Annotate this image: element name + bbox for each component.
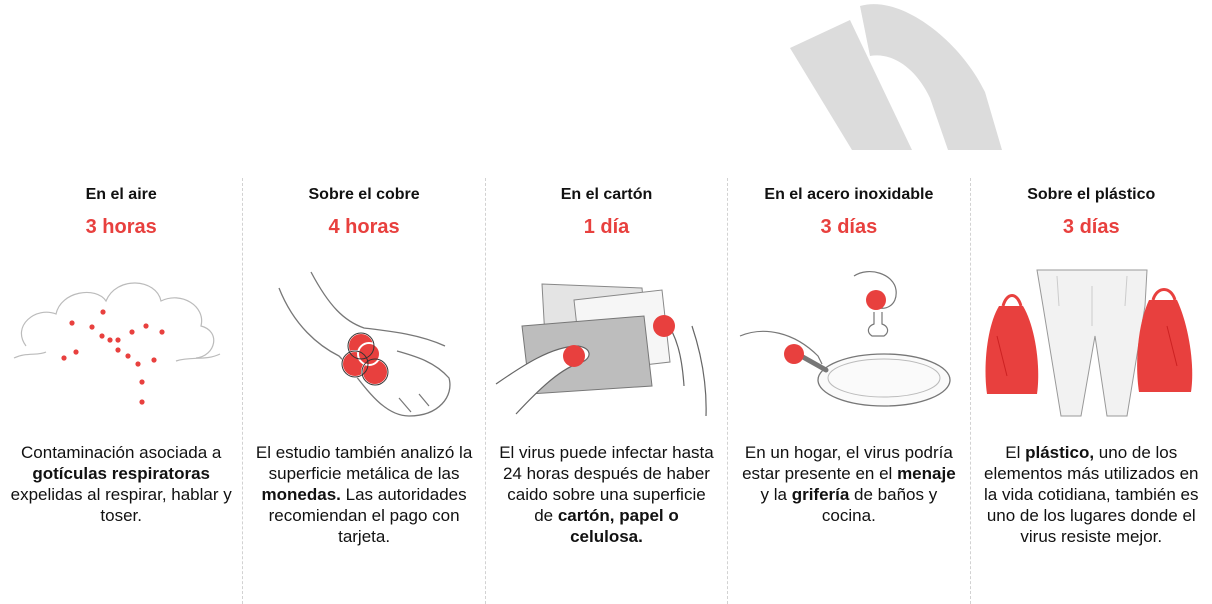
hands-cardboard-icon — [495, 283, 707, 417]
panels-row: En el aire 3 horas Contaminación asociad… — [0, 178, 1212, 604]
panel-copper: Sobre el cobre 4 horas El estudio tambié… — [242, 178, 484, 604]
watermark-logo — [790, 4, 1002, 150]
panel-duration: 3 días — [820, 216, 878, 238]
panel-description: El virus puede infectar hasta 24 horas d… — [499, 443, 714, 546]
panel-steel: En el acero inoxidable 3 días En un hoga… — [727, 178, 969, 604]
panel-duration: 3 horas — [85, 216, 157, 238]
plastic-bags-icon — [985, 269, 1192, 417]
panel-cardboard: En el cartón 1 día El virus puede infect… — [484, 178, 727, 604]
panel-title: En el aire — [85, 186, 157, 203]
panel-description: Contaminación asociada a gotículas respi… — [10, 443, 232, 525]
panel-title: En el cartón — [560, 186, 653, 203]
panel-title: Sobre el plástico — [1027, 186, 1156, 203]
panel-description: En un hogar, el virus podría estar prese… — [742, 443, 956, 525]
panel-air: En el aire 3 horas Contaminación asociad… — [0, 178, 242, 604]
panel-description: El estudio también analizó la superficie… — [255, 443, 473, 546]
frying-pan-faucet-icon — [739, 271, 951, 407]
panel-duration: 1 día — [583, 216, 630, 238]
cloud-droplets-icon — [13, 282, 221, 405]
panel-plastic: Sobre el plástico 3 días El plástico, un… — [969, 178, 1212, 604]
hand-coins-icon — [278, 271, 451, 417]
panel-duration: 3 días — [1062, 216, 1120, 238]
panel-duration: 4 horas — [328, 216, 400, 238]
panel-description: El plástico, uno de los elementos más ut… — [983, 443, 1199, 546]
panel-title: Sobre el cobre — [308, 186, 420, 203]
panel-title: En el acero inoxidable — [764, 186, 934, 203]
